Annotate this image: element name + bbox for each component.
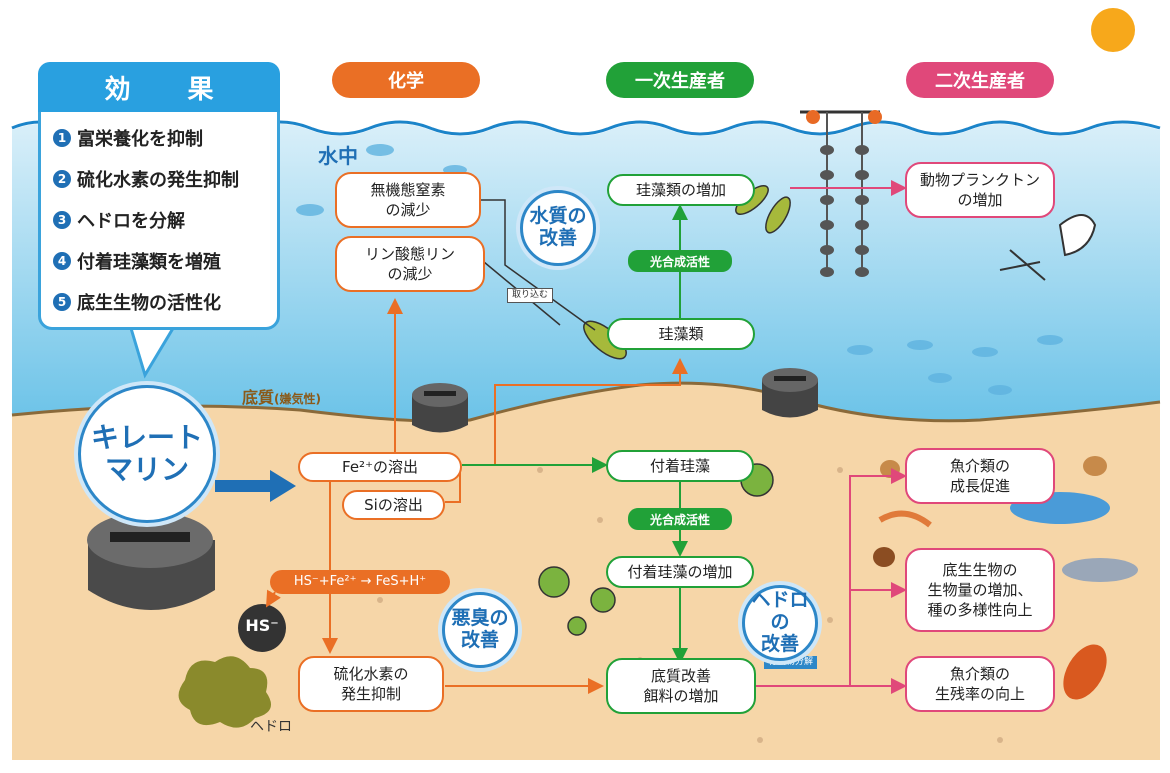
node-si-dissolution: Siの溶出 (342, 490, 445, 520)
node-diatom-increase: 珪藻類の増加 (607, 174, 755, 206)
node-fish-survival: 魚介類の 生残率の向上 (905, 656, 1055, 712)
hedoro-label: ヘドロ (250, 719, 292, 735)
tag-photosynthesis: 光合成活性 (628, 250, 732, 272)
chelate-marine-badge: キレート マリン (78, 385, 216, 523)
node-benthos: 底生生物の 生物量の増加、 種の多様性向上 (905, 548, 1055, 632)
header-chemistry: 化学 (332, 62, 480, 98)
effect-text: 富栄養化を抑制 (77, 129, 203, 150)
tag-uptake: 取り込む (507, 288, 554, 303)
sediment-note: (嫌気性) (274, 392, 321, 406)
badge-sludge: ヘドロの 改善 (742, 585, 818, 661)
effect-number: 1 (53, 129, 71, 147)
node-fish-growth: 魚介類の 成長促進 (905, 448, 1055, 504)
effect-item: 5 底生生物の活性化 (53, 289, 221, 315)
effect-number: 2 (53, 170, 71, 188)
node-zooplankton: 動物プランクトン の増加 (905, 162, 1055, 218)
effect-text: 硫化水素の発生抑制 (77, 170, 239, 191)
zone-sediment-label: 底質(嫌気性) (242, 384, 321, 408)
node-attached-diatom: 付着珪藻 (606, 450, 754, 482)
reaction-formula: HS⁻+Fe²⁺ → FeS+H⁺ (270, 570, 450, 594)
header-secondary-producers: 二次生産者 (906, 62, 1054, 98)
hedoro-icon (178, 656, 272, 728)
effects-panel: 効 果 1 富栄養化を抑制 2 硫化水素の発生抑制 3 ヘドロを分解 4 付着珪藻類を増… (38, 62, 280, 330)
zone-water-label: 水中 (318, 144, 358, 168)
effect-number: 4 (53, 252, 71, 270)
node-inorganic-nitrogen: 無機態窒素 の減少 (335, 172, 481, 228)
chelate-block-icon (412, 383, 468, 433)
effect-number: 5 (53, 293, 71, 311)
hs-label: HS⁻ (245, 616, 279, 635)
badge-odor: 悪臭の 改善 (442, 592, 518, 668)
badge-water-quality: 水質の 改善 (520, 190, 596, 266)
effect-item: 4 付着珪藻類を増殖 (53, 248, 221, 274)
effect-number: 3 (53, 211, 71, 229)
effect-item: 3 ヘドロを分解 (53, 207, 185, 233)
node-attached-diatom-increase: 付着珪藻の増加 (606, 556, 754, 588)
effects-title: 効 果 (38, 62, 280, 112)
node-phosphate: リン酸態リン の減少 (335, 236, 485, 292)
node-h2s-suppression: 硫化水素の 発生抑制 (298, 656, 444, 712)
effect-item: 1 富栄養化を抑制 (53, 125, 203, 151)
node-sediment-improvement: 底質改善 餌料の増加 (606, 658, 756, 714)
hs-ion-icon (238, 604, 286, 652)
chelate-marine-block-icon (87, 512, 215, 610)
effect-text: 付着珪藻類を増殖 (77, 252, 221, 273)
header-primary-producers: 一次生産者 (606, 62, 754, 98)
node-fe-dissolution: Fe²⁺の溶出 (298, 452, 462, 482)
tag-photosynthesis: 光合成活性 (628, 508, 732, 530)
effect-text: 底生生物の活性化 (77, 293, 221, 314)
node-diatom: 珪藻類 (607, 318, 755, 350)
sun-icon (1091, 8, 1135, 52)
sediment-label: 底質 (242, 388, 275, 407)
effect-text: ヘドロを分解 (77, 211, 185, 232)
effect-item: 2 硫化水素の発生抑制 (53, 166, 239, 192)
